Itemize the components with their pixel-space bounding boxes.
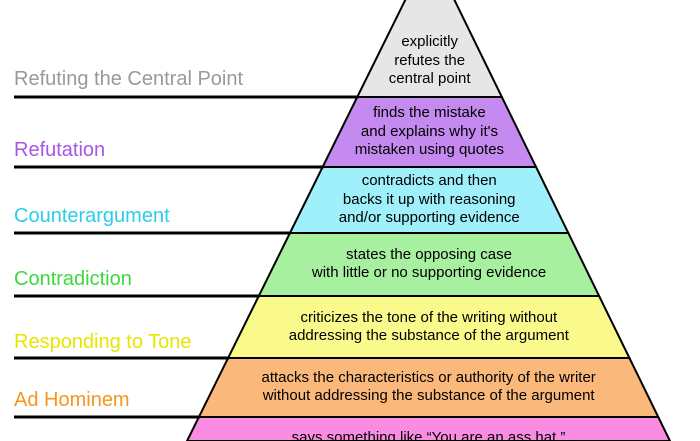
desc-line: backs it up with reasoning <box>342 190 516 208</box>
desc-line: attacks the characteristics or authority… <box>261 368 596 386</box>
level-label-ad-hominem: Ad Hominem <box>14 389 130 411</box>
desc-line: contradicts and then <box>361 172 497 190</box>
level-description-refutation: finds the mistake and explains why it's … <box>355 104 504 160</box>
desc-line: finds the mistake <box>373 104 486 122</box>
desc-line: and explains why it's <box>360 122 498 140</box>
level-description-ad-hominem: attacks the characteristics or authority… <box>262 369 596 406</box>
desc-line: explicitly <box>401 33 458 51</box>
level-description-responding-to-tone: criticizes the tone of the writing witho… <box>289 309 569 346</box>
desc-line: central point <box>388 70 471 88</box>
level-label-responding-to-tone: Responding to Tone <box>14 331 192 353</box>
desc-line: without addressing the substance of the … <box>262 387 595 404</box>
desc-line: criticizes the tone of the writing witho… <box>300 308 558 326</box>
pyramid-band-6 <box>185 416 672 441</box>
level-label-contradiction: Contradiction <box>14 268 132 290</box>
desc-line: addressing the substance of the argument <box>288 327 569 344</box>
level-label-refutation: Refutation <box>14 139 106 161</box>
desc-line: refutes the <box>394 51 466 69</box>
desc-line: and/or supporting evidence <box>338 209 520 227</box>
desc-line: says something like “You are an ass hat.… <box>291 428 566 441</box>
desc-line: with little or no supporting evidence <box>311 264 547 281</box>
level-description-name-calling: says something like “You are an ass hat.… <box>292 429 566 441</box>
level-label-counterargument: Counterargument <box>14 205 170 227</box>
desc-line: states the opposing case <box>346 245 512 263</box>
level-label-refuting-central-point: Refuting the Central Point <box>14 68 244 90</box>
desc-line: mistaken using quotes <box>354 141 505 159</box>
level-description-counterargument: contradicts and then backs it up with re… <box>339 172 520 228</box>
level-description-refuting-central-point: explicitly refutes the central point <box>389 33 471 89</box>
level-description-contradiction: states the opposing case with little or … <box>312 246 546 283</box>
